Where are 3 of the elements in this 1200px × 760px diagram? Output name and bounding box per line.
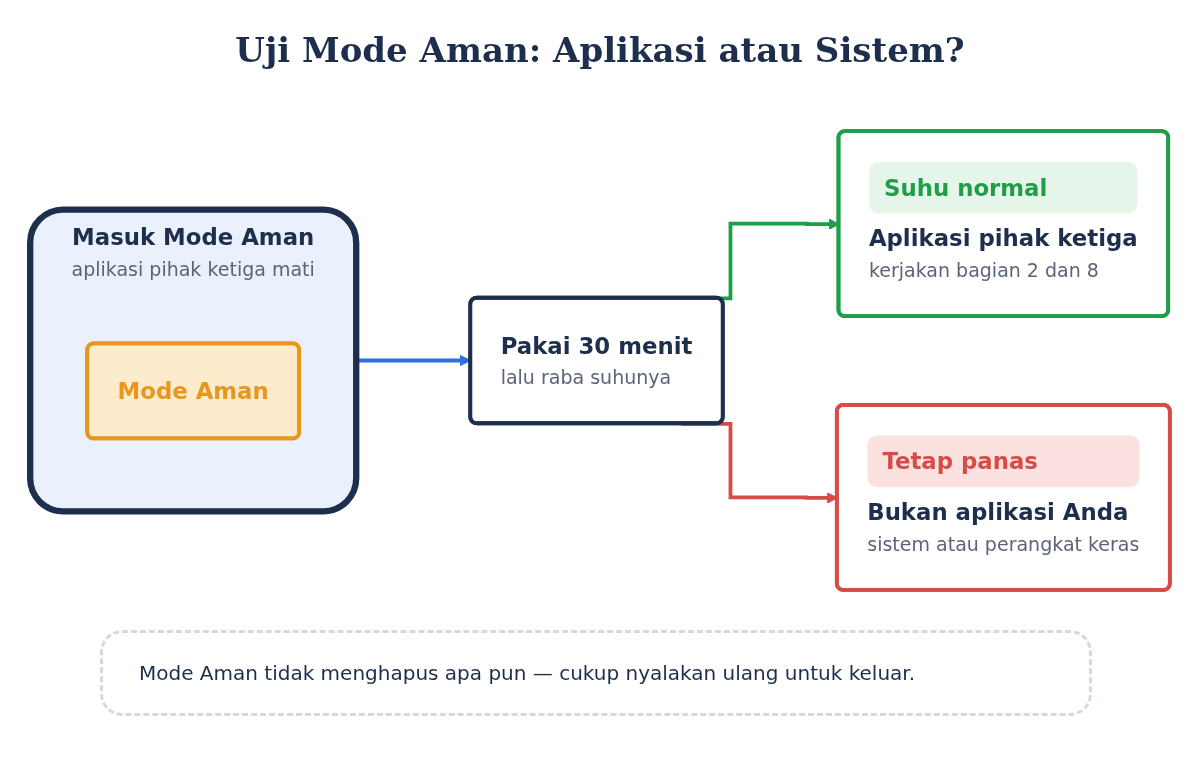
diagram-title: Uji Mode Aman: Aplikasi atau Sistem? bbox=[234, 30, 966, 70]
note: Mode Aman tidak menghapus apa pun — cukup nyalakan ulang untuk keluar. bbox=[100, 630, 1092, 716]
arrow bbox=[356, 354, 471, 366]
